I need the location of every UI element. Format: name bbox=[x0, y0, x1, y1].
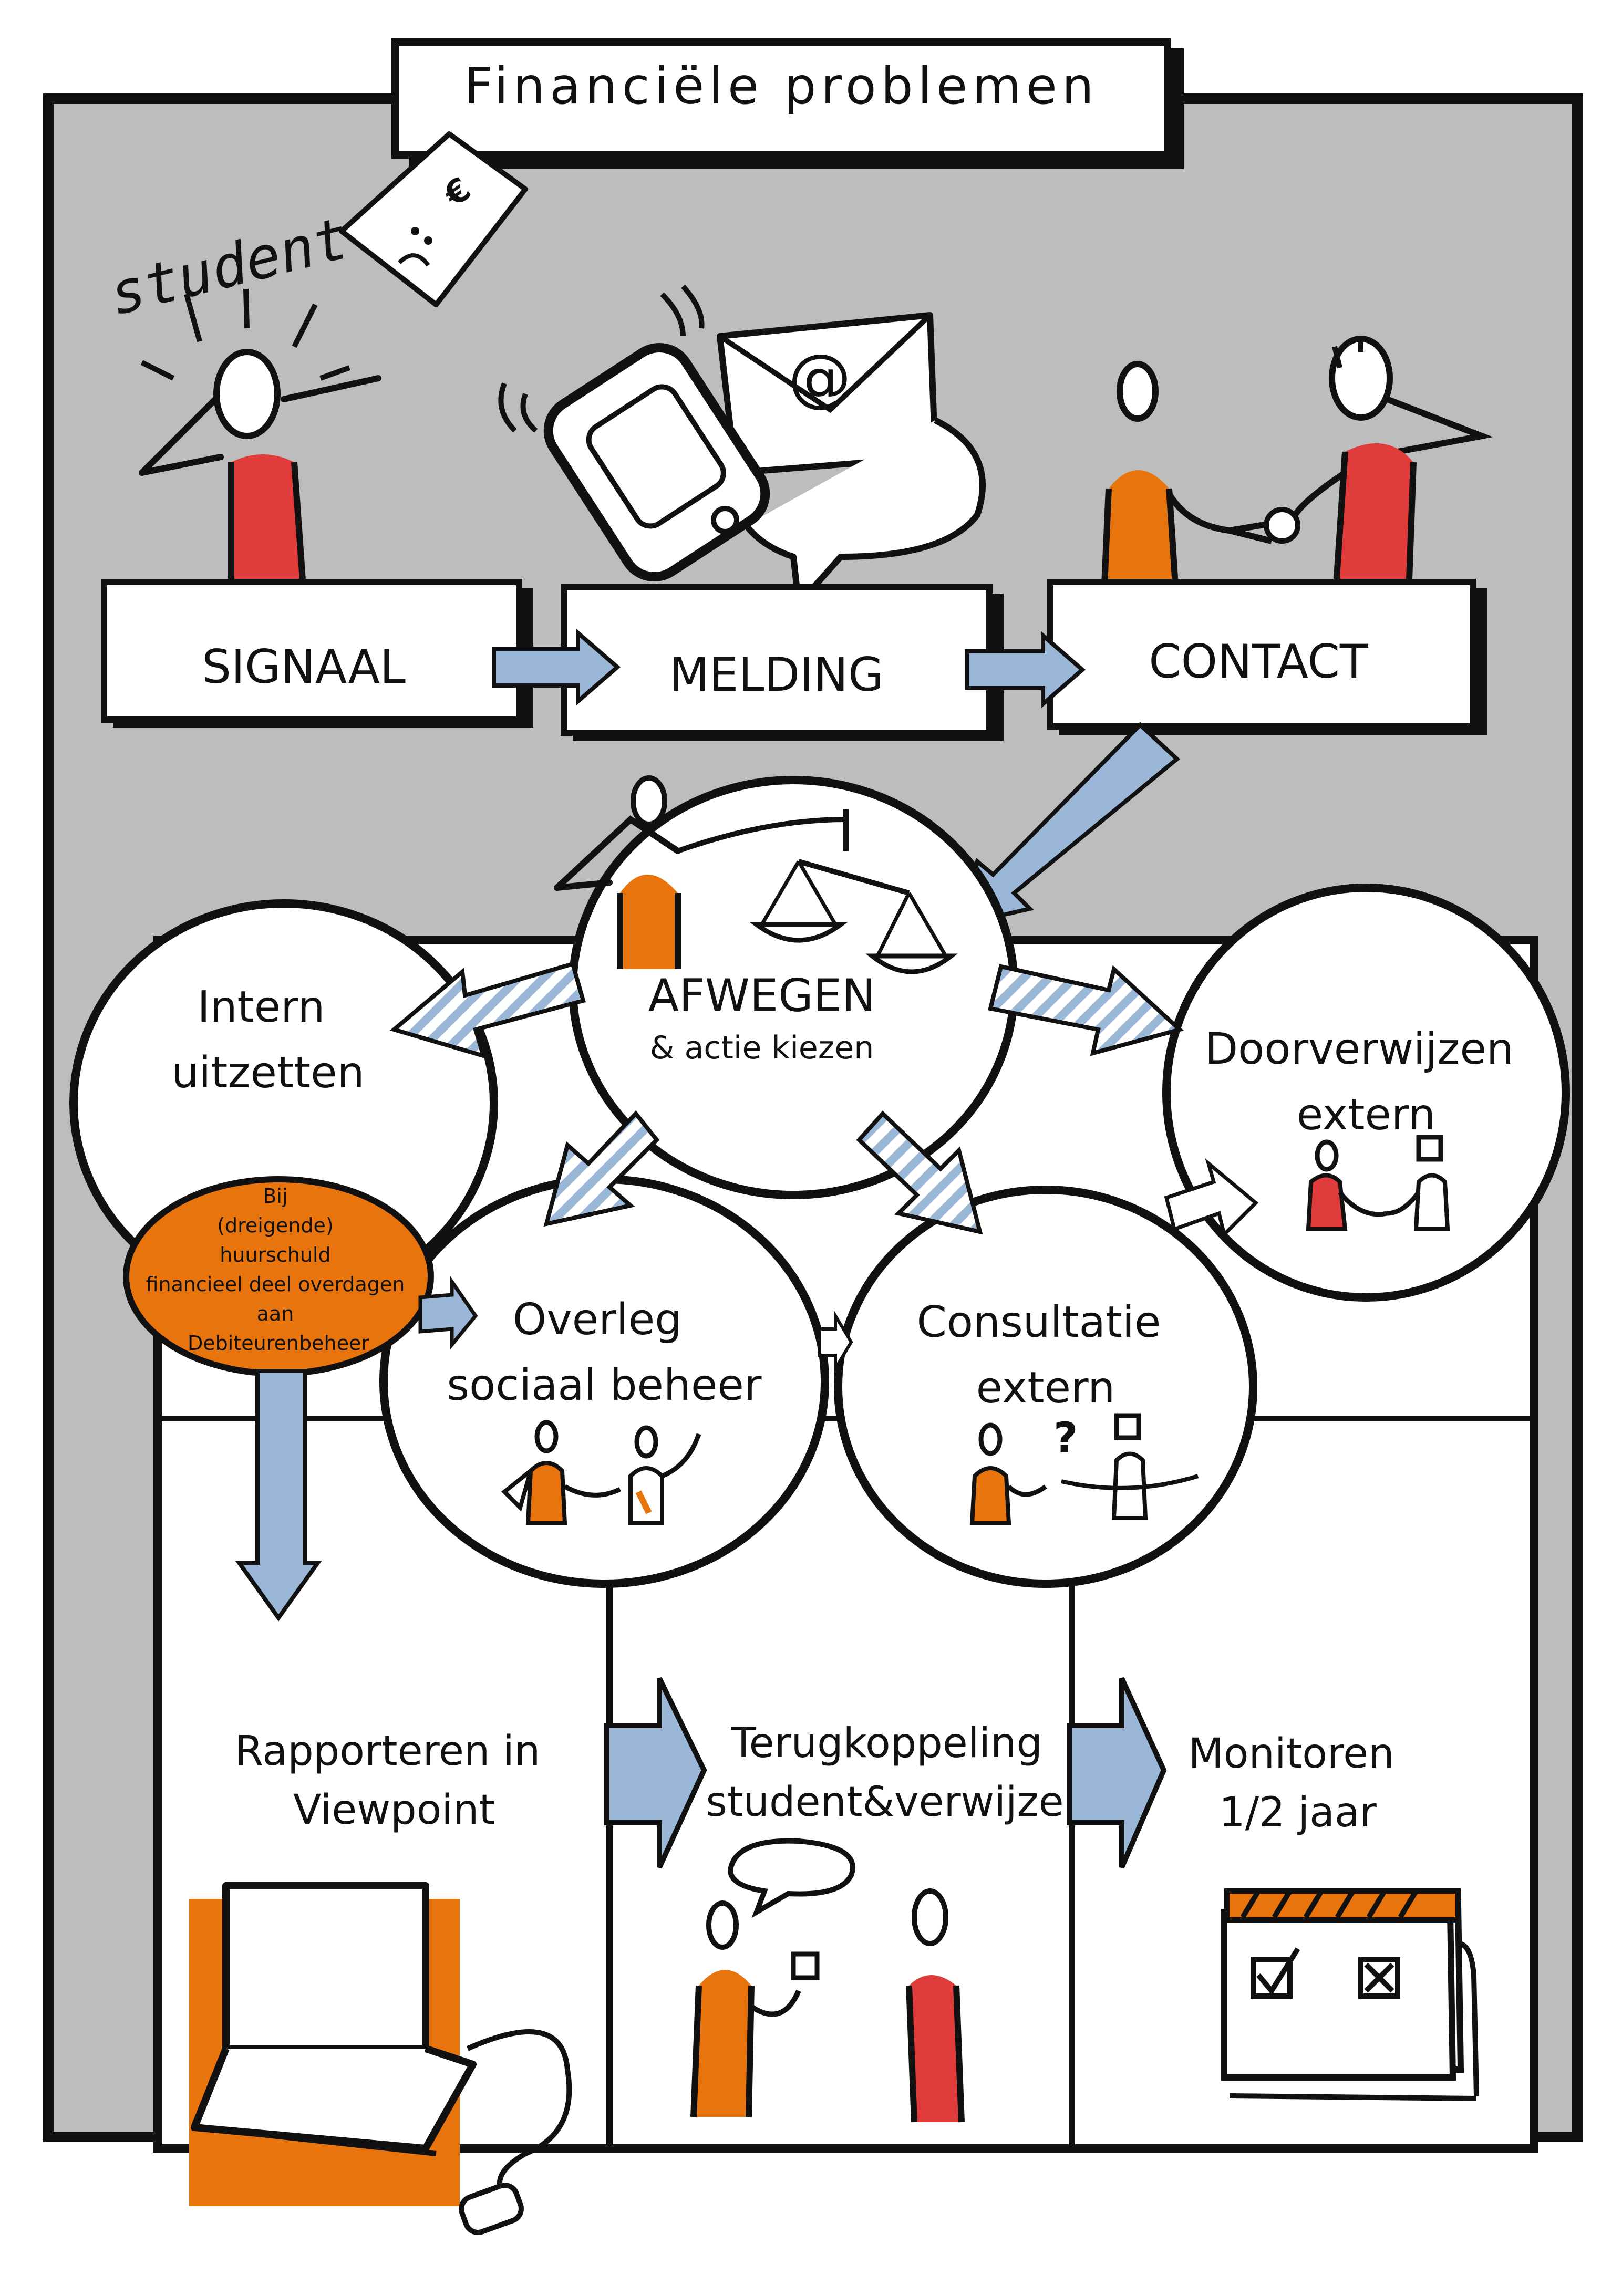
consultatie-extern-circle: Consultatie extern ? bbox=[834, 1186, 1257, 1588]
svg-text:Doorverwijzen extern: Doorverwijzen extern bbox=[1205, 1024, 1527, 1140]
monitoren-line1: Monitoren bbox=[1188, 1730, 1394, 1778]
step-melding-box: MELDING bbox=[561, 584, 1004, 741]
overleg-sociaal-beheer-circle: Overleg sociaal beheer bbox=[379, 1175, 829, 1588]
intern-label-line2: uitzetten bbox=[171, 1048, 364, 1098]
arrow-afwegen-to-doorverwijzen bbox=[988, 964, 1184, 1056]
arrow-overleg-to-consultatie bbox=[818, 1310, 853, 1374]
step-contact-label: CONTACT bbox=[1149, 635, 1369, 689]
overleg-label-line1: Overleg bbox=[513, 1295, 683, 1345]
handshake-icon bbox=[1100, 336, 1493, 610]
two-people-talking-icon bbox=[501, 1420, 701, 1525]
arrow-terugkoppeling-to-monitoren bbox=[1067, 1677, 1167, 1868]
arrow-note-to-rapporteren bbox=[235, 1369, 322, 1622]
phone-email-icon: @ bbox=[498, 284, 986, 607]
intern-label-line1: Intern bbox=[197, 982, 325, 1032]
note-line2: (dreigende) bbox=[217, 1214, 334, 1237]
title-box: Financiële problemen bbox=[391, 38, 1184, 169]
note-line3: huurschuld bbox=[220, 1243, 330, 1266]
step-melding-label: MELDING bbox=[669, 648, 884, 702]
huurschuld-note: Bij (dreigende) huurschuld financieel de… bbox=[123, 1176, 434, 1377]
calendar-checklist-icon bbox=[1221, 1888, 1479, 2101]
diagram-title: Financiële problemen bbox=[464, 57, 1098, 116]
doorverwijzen-label-line1: Doorverwijzen bbox=[1205, 1024, 1514, 1074]
arrow-afwegen-to-consultatie bbox=[856, 1110, 983, 1235]
consultatie-label-line1: Consultatie bbox=[917, 1297, 1161, 1347]
svg-text:@: @ bbox=[788, 341, 851, 414]
afwegen-subtitle: & actie kiezen bbox=[650, 1030, 874, 1066]
arrow-afwegen-to-intern bbox=[389, 961, 586, 1059]
terugkoppeling-line2: student&verwijzer bbox=[706, 1779, 1081, 1826]
rapporteren-line1: Rapporteren in bbox=[235, 1728, 540, 1775]
handshake-small-icon bbox=[1306, 1135, 1450, 1231]
svg-text:Overleg sociaal beheer: Overleg sociaal beheer bbox=[447, 1295, 761, 1410]
feedback-people-icon bbox=[690, 1838, 965, 2123]
step-contact-box: CONTACT bbox=[1047, 579, 1487, 735]
consultatie-label-line2: extern bbox=[976, 1363, 1115, 1413]
note-line4: financieel deel overdagen bbox=[146, 1273, 405, 1296]
terugkoppeling-line1: Terugkoppeling bbox=[730, 1720, 1042, 1767]
arrow-consultatie-to-doorverwijzen bbox=[1164, 1158, 1259, 1238]
arrow-afwegen-to-overleg bbox=[543, 1110, 660, 1227]
note-line6: Debiteurenbeheer bbox=[188, 1332, 369, 1355]
arrow-rapporteren-to-terugkoppeling bbox=[604, 1677, 707, 1869]
doorverwijzen-label-line2: extern bbox=[1297, 1090, 1435, 1140]
sad-bill-icon: € bbox=[339, 131, 528, 307]
laptop-icon bbox=[189, 1882, 572, 2235]
note-line1: Bij bbox=[263, 1185, 287, 1208]
afwegen-title: AFWEGEN bbox=[648, 970, 876, 1022]
arrow-melding-to-contact bbox=[965, 631, 1086, 709]
arrow-signaal-to-melding bbox=[492, 628, 621, 706]
question-consult-icon: ? bbox=[969, 1413, 1199, 1525]
doorverwijzen-extern-circle: Doorverwijzen extern bbox=[1162, 884, 1570, 1302]
note-line5: aan bbox=[257, 1302, 294, 1325]
svg-text:Bij (dreigende) hu: Bij (dreigende) huurschuld financieel de… bbox=[146, 1185, 411, 1355]
afwegen-circle: AFWEGEN & actie kiezen bbox=[554, 775, 1018, 1199]
svg-text:Rapporteren in Viewpoint: Rapporteren in Viewpoint bbox=[235, 1728, 553, 1834]
step-signaal-label: SIGNAAL bbox=[202, 640, 406, 694]
svg-text:Intern uitzetten: Intern uitzetten bbox=[171, 982, 364, 1098]
svg-text:Monitoren 1/2 jaar: Monitoren 1/2 jaar bbox=[1188, 1730, 1407, 1836]
person-with-scales-icon bbox=[554, 775, 958, 974]
rapporteren-line2: Viewpoint bbox=[293, 1786, 495, 1834]
arrow-note-to-overleg bbox=[418, 1275, 478, 1350]
svg-text:?: ? bbox=[1053, 1414, 1078, 1462]
svg-text:Consultatie extern: Consultatie extern bbox=[917, 1297, 1175, 1413]
overleg-label-line2: sociaal beheer bbox=[447, 1360, 761, 1410]
monitoren-line2: 1/2 jaar bbox=[1219, 1789, 1377, 1836]
step-signaal-box: SIGNAAL bbox=[101, 579, 533, 728]
svg-text:Terugkoppeling student&ver: Terugkoppeling student&verwijzer bbox=[706, 1720, 1081, 1826]
